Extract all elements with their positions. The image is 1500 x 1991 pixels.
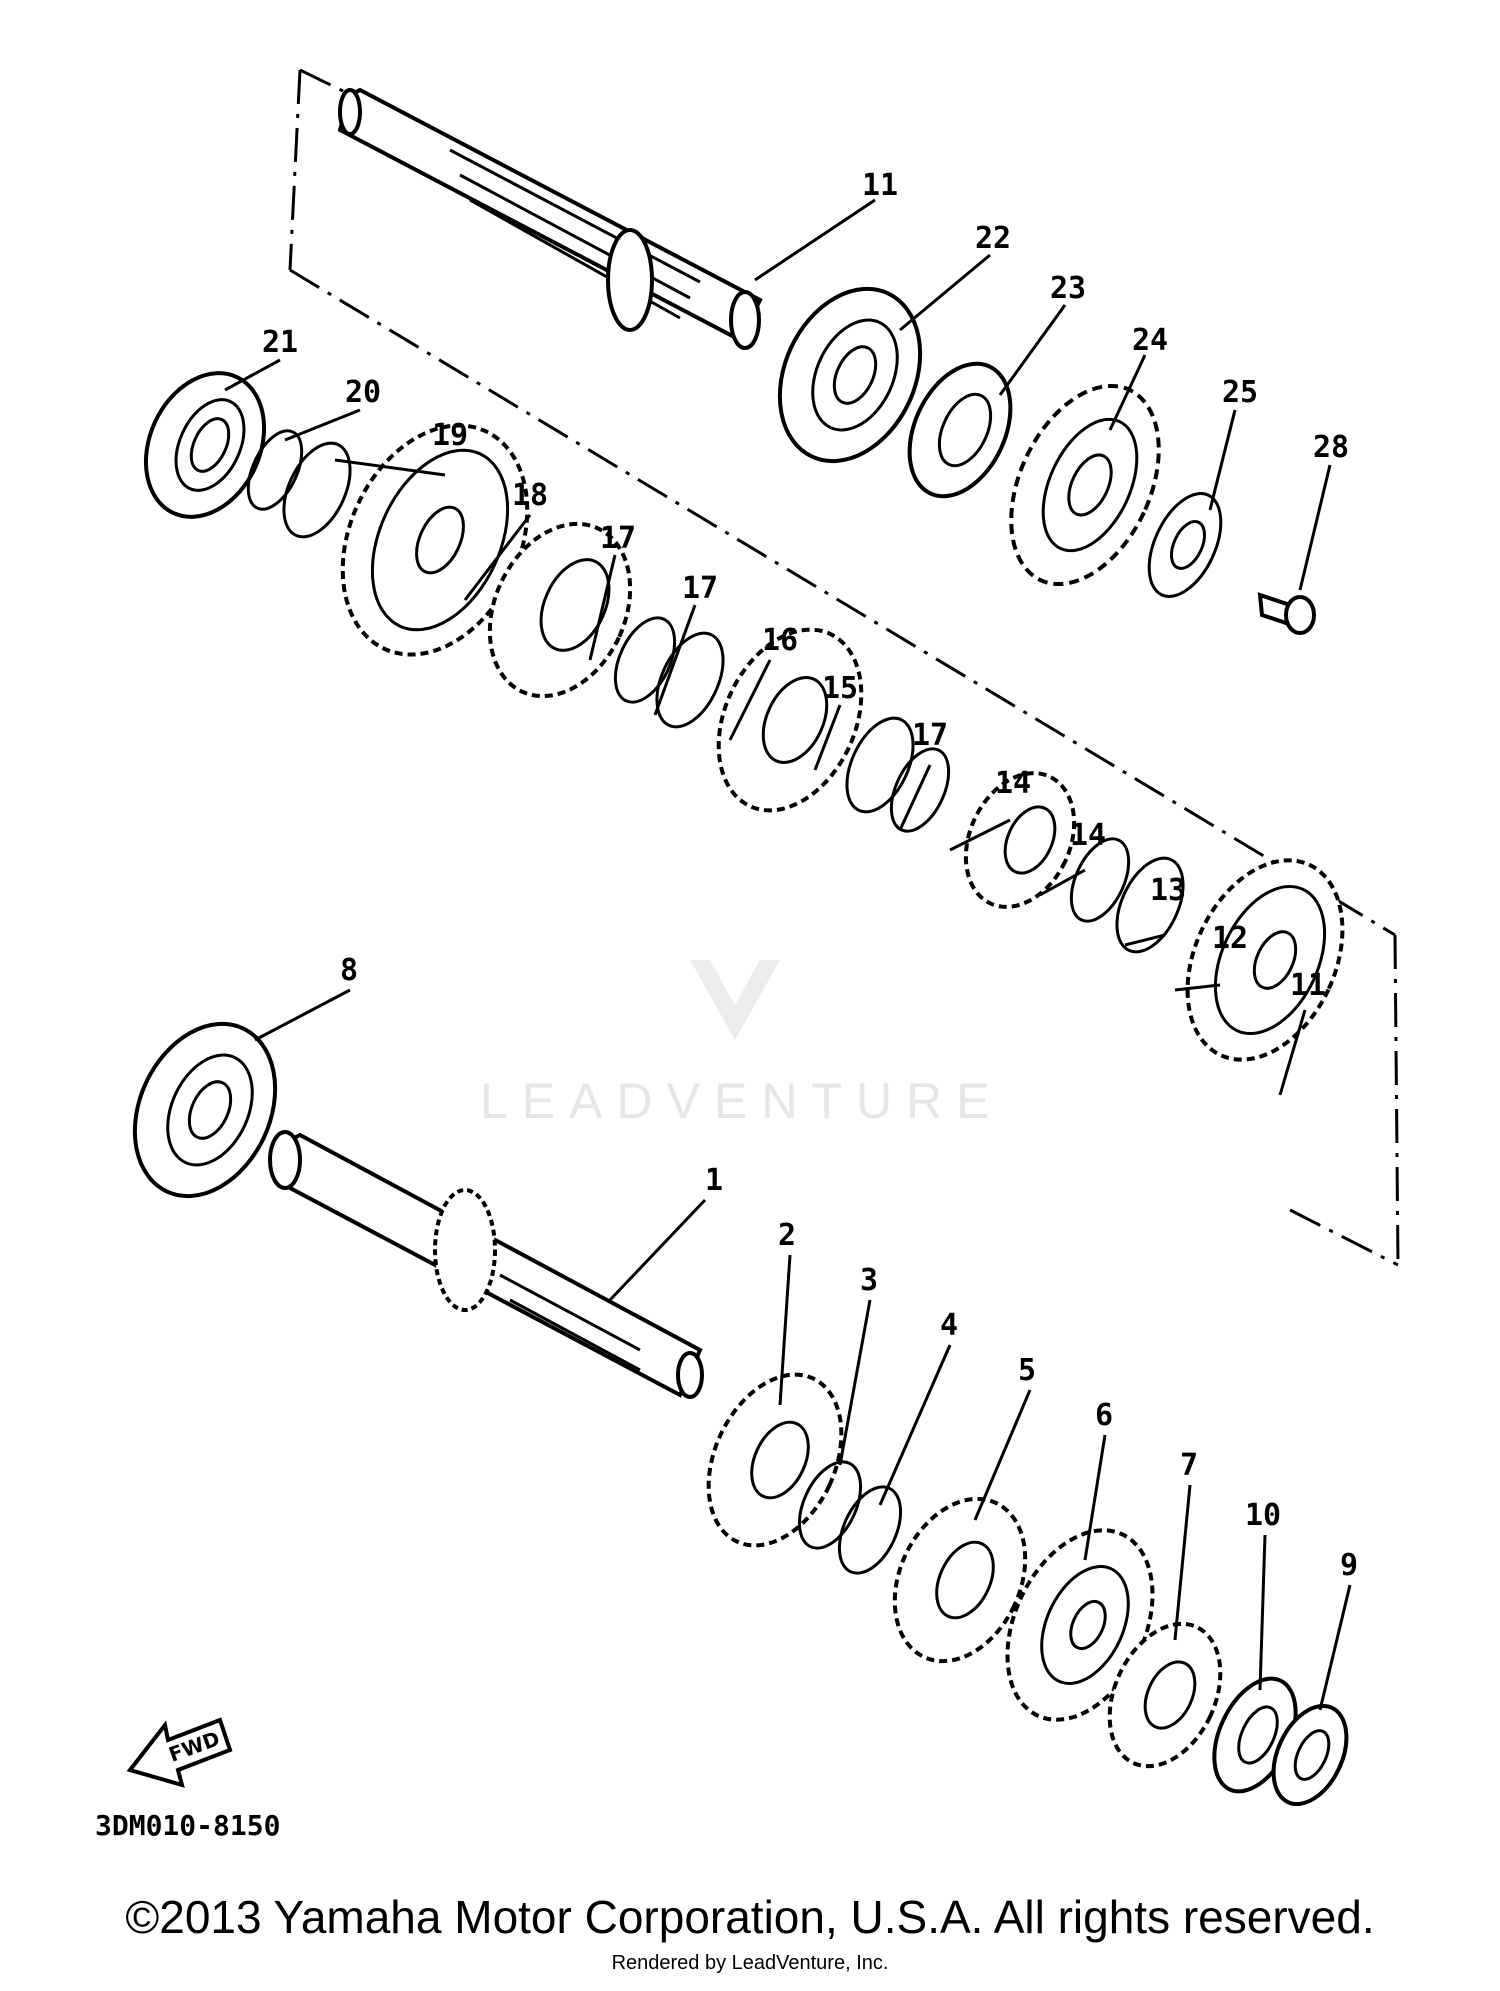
part-1-drive-axle: [268, 1130, 704, 1399]
part-5-gear: [892, 1496, 1028, 1664]
part-17-washer: [655, 631, 725, 729]
callout-5: 5: [1018, 1353, 1036, 1388]
callout-6: 6: [1095, 1398, 1113, 1433]
watermark-text: LEADVENTURE: [480, 1073, 1004, 1129]
fwd-arrow-icon: FWD: [126, 1717, 233, 1788]
part-7-gear: [1107, 1621, 1223, 1769]
callout-23: 21: [262, 325, 298, 360]
part-16-gear: [716, 627, 864, 813]
copyright-notice: ©2013 Yamaha Motor Corporation, U.S.A. A…: [125, 1891, 1375, 1943]
part-6-gear: [1005, 1528, 1155, 1722]
callout-numbers: 11 22 23 24 25 28 21 20 19 18 17 17 16 1…: [262, 168, 1358, 1583]
callout-13: 12: [1212, 921, 1248, 956]
callout-27: 25: [1222, 375, 1258, 410]
assembly-boundary: [288, 68, 1400, 1267]
callout-10: 10: [1245, 1498, 1281, 1533]
callout-19: 17: [600, 521, 636, 556]
part-11-main-axle: [337, 87, 763, 350]
callout-20: 18: [512, 478, 548, 513]
part-8-bearing: [132, 1021, 278, 1199]
leader-lines: [224, 198, 1352, 1711]
part-23-bearing: [143, 371, 267, 519]
callout-2: 2: [778, 1218, 796, 1253]
callout-11: 11: [862, 168, 898, 203]
rendered-by-notice: Rendered by LeadVenture, Inc.: [611, 1952, 889, 1974]
part-17b-washer: [845, 716, 915, 814]
part-24-bearing: [777, 286, 923, 464]
part-3-washer: [797, 1460, 863, 1550]
callout-8: 8: [340, 953, 358, 988]
part-22-circlip: [246, 429, 304, 511]
callout-24: 22: [975, 221, 1011, 256]
part-18-circlip: [613, 616, 677, 704]
callout-22: 20: [345, 375, 381, 410]
callout-7: 7: [1180, 1448, 1198, 1483]
part-13-washer: [1115, 856, 1185, 954]
part-2-gear: [706, 1372, 844, 1548]
callout-14: 14: [995, 766, 1031, 801]
callout-16: 15: [822, 671, 858, 706]
callout-4: 4: [940, 1308, 958, 1343]
part-28-bolt: [1257, 592, 1316, 635]
part-27-lock-washer: [1147, 492, 1223, 598]
part-26-drive-sprocket: [1009, 383, 1161, 587]
callout-9: 9: [1340, 1548, 1358, 1583]
part-4-circlip: [837, 1485, 903, 1575]
callout-28: 28: [1313, 430, 1349, 465]
callout-1: 1: [705, 1163, 723, 1198]
part-15-gear: [963, 771, 1077, 909]
part-12-gear: [1185, 858, 1345, 1062]
part-19-gear: [487, 521, 633, 699]
part-9-oil-seal: [1271, 1703, 1349, 1807]
callout-14b: 13: [1150, 873, 1186, 908]
callout-21: 19: [432, 418, 468, 453]
part-21-washer: [282, 441, 352, 539]
callout-25: 23: [1050, 271, 1086, 306]
callout-26: 24: [1132, 323, 1168, 358]
callout-12: 11: [1290, 968, 1326, 1003]
callout-18: 17: [682, 571, 718, 606]
part-25-oil-seal: [907, 361, 1013, 499]
drawing-code: 3DM010-8150: [95, 1809, 280, 1842]
callout-17: 16: [762, 623, 798, 658]
callout-15: 14: [1070, 818, 1106, 853]
watermark-logo: [690, 960, 780, 1040]
callout-3: 3: [860, 1263, 878, 1298]
part-14b-circlip: [1069, 837, 1131, 923]
callout-17b: 17: [912, 718, 948, 753]
